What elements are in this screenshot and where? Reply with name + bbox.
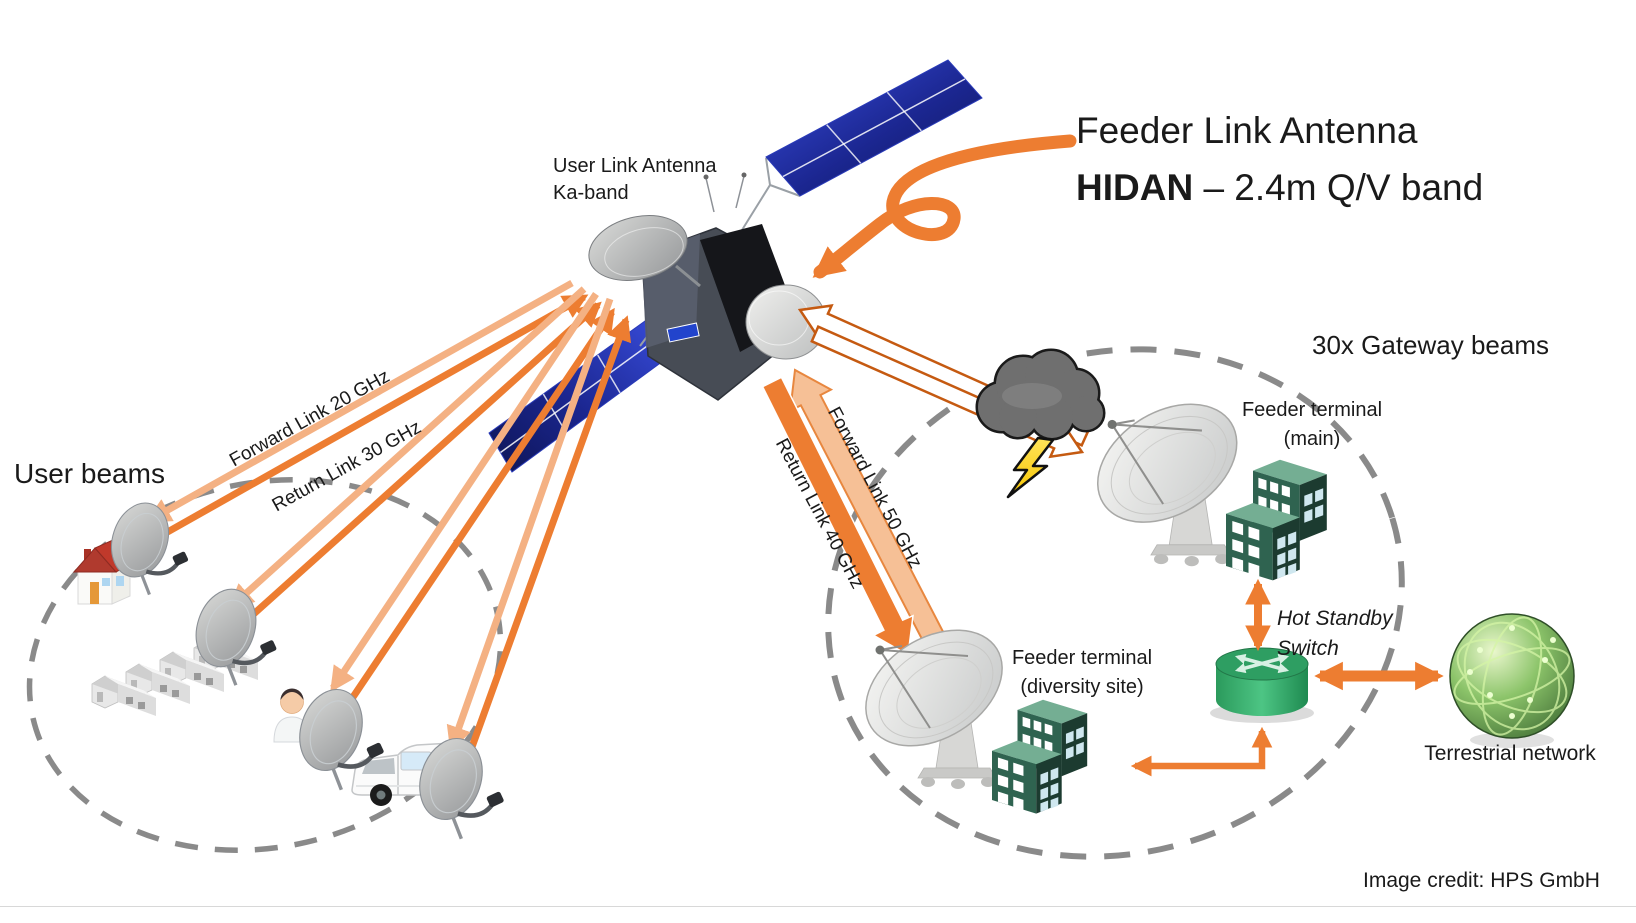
forward-link-arrow xyxy=(446,297,614,752)
feeder-forward-link-arrow xyxy=(788,368,950,653)
return-link-arrow xyxy=(162,293,589,538)
storm-cloud-icon xyxy=(975,348,1106,441)
slide-bottom-edge xyxy=(0,906,1636,907)
title-callout-arrow xyxy=(812,134,1077,279)
hot-standby-switch-label: Hot Standby Switch xyxy=(1277,607,1393,660)
feeder-return-link-arrow xyxy=(761,376,914,657)
diversity-buildings-icon xyxy=(992,699,1088,814)
feeder-terminal-diversity-label: Feeder terminal (diversity site) xyxy=(1011,647,1153,698)
satellite-icon xyxy=(488,59,983,473)
gateway-beams-label: 30x Gateway beams xyxy=(1312,330,1550,360)
title-line1: Feeder Link Antenna xyxy=(1076,110,1418,151)
page-title: Feeder Link Antenna HIDAN – 2.4m Q/V ban… xyxy=(1076,102,1483,216)
lightning-icon xyxy=(1006,436,1055,499)
image-credit-label: Image credit: HPS GmbH xyxy=(1363,869,1600,892)
router-icon xyxy=(1210,647,1314,723)
house-icon xyxy=(72,539,135,605)
user-beam-arrows xyxy=(145,279,632,760)
terrestrial-network-label: Terrestrial network xyxy=(1424,742,1596,765)
return-link-arrow xyxy=(464,315,632,760)
user-link-antenna-label: User Link Antenna Ka-band xyxy=(553,155,717,204)
main-buildings-icon xyxy=(1226,459,1327,581)
forward-link-arrow xyxy=(145,279,574,524)
user-link-dish-icon xyxy=(588,215,701,288)
globe-icon xyxy=(1449,613,1575,748)
feeder-terminal-main-label: Feeder terminal (main) xyxy=(1241,399,1383,450)
user-beams-label: User beams xyxy=(14,458,165,489)
forward-link-arrow xyxy=(228,286,587,610)
title-line2: HIDAN – 2.4m Q/V band xyxy=(1076,159,1483,216)
return-link-arrow xyxy=(244,301,602,623)
gateway-beams-ellipse xyxy=(825,346,1405,860)
return-link-arrow xyxy=(346,307,615,705)
title-hidan: HIDAN xyxy=(1076,167,1194,208)
solar-panel-top-icon xyxy=(765,59,983,197)
router-diversity-arrow xyxy=(1130,726,1273,777)
title-band: – 2.4m Q/V band xyxy=(1193,167,1484,208)
forward-link-arrow xyxy=(330,292,599,693)
